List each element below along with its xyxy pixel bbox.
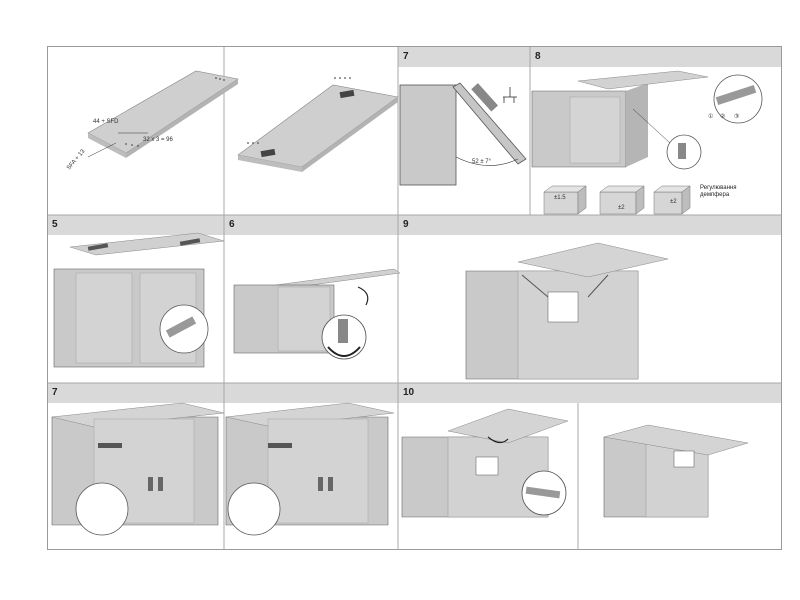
- panel-adjust-right: [225, 402, 395, 536]
- panel-angle-side-view: [399, 82, 527, 186]
- box-label: ±1.5: [554, 195, 566, 201]
- grid-lines: [48, 47, 781, 549]
- box-label: ±2: [618, 205, 625, 211]
- panel-cabinet-open: [465, 242, 669, 380]
- dimension-label: 44 + SFD: [93, 119, 119, 125]
- callout-3: ③: [734, 114, 740, 120]
- header-bar-row1: [398, 47, 781, 67]
- header-bar-row3: [48, 383, 781, 403]
- header-bar-row2: [48, 215, 781, 235]
- panel-close-left: [401, 408, 569, 518]
- damper-caption: Регулювання демпфера: [700, 185, 737, 198]
- dimension-label: 32 x 3 = 96: [143, 137, 173, 143]
- step-label: 8: [535, 51, 541, 62]
- panel-damper-adjustment: [531, 70, 763, 215]
- step-label: 7: [52, 387, 58, 398]
- panel-adjust-left: [51, 402, 225, 536]
- step-label: 7: [403, 51, 409, 62]
- step-label: 9: [403, 219, 409, 230]
- callout-2: ②: [720, 114, 726, 120]
- panel-attach-lid: [53, 232, 225, 368]
- step-label: 10: [403, 387, 415, 398]
- angle-label: 52 ± 7°: [472, 159, 492, 165]
- panel-board-brackets: [237, 77, 399, 172]
- step-label: 6: [229, 219, 235, 230]
- panel-close-right: [603, 424, 749, 518]
- panel-lift-rotate: [233, 268, 401, 360]
- assembly-diagram: [48, 47, 781, 549]
- panel-board-drilling: [87, 70, 239, 158]
- instruction-sheet: 7 8 5 6 9 7 10 44 + SFD 32 x 3 = 96 SFA …: [47, 46, 782, 550]
- box-label: ±2: [670, 199, 677, 205]
- step-label: 5: [52, 219, 58, 230]
- callout-1: ①: [708, 114, 714, 120]
